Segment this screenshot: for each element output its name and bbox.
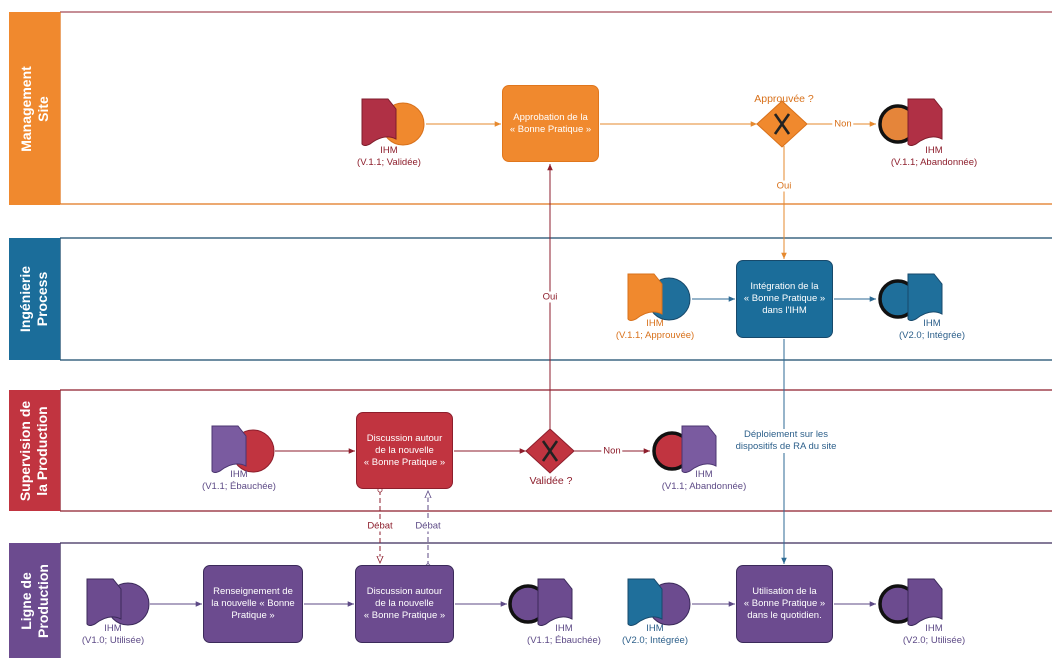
exclusive-gateway-icon <box>756 100 808 148</box>
doc-label-prod-start: IHM (V1.0; Utilisée) <box>81 623 145 646</box>
doc-label-prod-end: IHM (V2.0; Utilisée) <box>902 623 966 646</box>
doc-label-prod-start2: IHM (V2.0; Intégrée) <box>621 623 689 646</box>
flow-label-debat-2: Débat <box>413 520 443 532</box>
flow-label-non-mgmt: Non <box>832 118 854 130</box>
gateway-label-validee: Validée ? <box>529 475 573 487</box>
doc-label-sup-start: IHM (V1.1; Ébauchée) <box>202 469 276 492</box>
lane-header-production: Ligne de Production <box>9 543 60 658</box>
document-start-event-icon <box>361 98 425 146</box>
flow-label-debat-1: Débat <box>365 520 395 532</box>
flow-label-oui-sup: Oui <box>540 291 560 303</box>
lane-label-production: Ligne de Production <box>17 563 51 638</box>
task-utilisation[interactable]: Utilisation de la « Bonne Pratique » dan… <box>736 565 833 643</box>
lane-label-engineering: Ingénierie Process <box>17 265 51 333</box>
task-integration[interactable]: Intégration de la « Bonne Pratique » dan… <box>736 260 833 338</box>
document-end-event-icon <box>652 425 717 473</box>
lane-label-management: Management Site <box>17 65 51 152</box>
doc-label-mgmt-start: IHM (V.1.1; Validée) <box>357 145 421 168</box>
sequence-flows <box>150 121 876 607</box>
doc-label-mgmt-end: IHM (V.1.1; Abandonnée) <box>890 145 978 168</box>
lane-header-engineering: Ingénierie Process <box>9 238 60 360</box>
document-end-event-icon <box>878 578 943 626</box>
task-discussion-production[interactable]: Discussion autour de la nouvelle « Bonne… <box>355 565 454 643</box>
doc-label-eng-start: IHM (V.1.1; Approuvée) <box>615 318 695 341</box>
document-start-event-icon <box>211 425 275 473</box>
flow-label-non-sup: Non <box>601 445 623 457</box>
task-approbation[interactable]: Approbation de la « Bonne Pratique » <box>502 85 599 162</box>
lane-header-supervision: Supervision de la Production <box>9 390 60 511</box>
exclusive-gateway-icon <box>525 428 575 474</box>
flow-label-oui-mgmt: Oui <box>774 180 794 192</box>
doc-label-eng-end: IHM (V2.0; Intégrée) <box>898 318 966 341</box>
document-end-event-icon <box>878 98 943 146</box>
doc-label-sup-end: IHM (V1.1; Abandonnée) <box>661 469 747 492</box>
document-end-event-icon <box>508 578 573 626</box>
lane-frames <box>59 11 1052 658</box>
doc-label-prod-mid: IHM (V1.1; Ébauchée) <box>527 623 601 646</box>
document-start-event-icon <box>627 273 691 321</box>
document-end-event-icon <box>878 273 943 321</box>
document-start-event-icon <box>86 578 150 626</box>
flow-label-deploiement: Déploiement sur les dispositifs de RA du… <box>735 429 837 453</box>
task-renseignement[interactable]: Renseignement de la nouvelle « Bonne Pra… <box>203 565 303 643</box>
task-discussion-supervision[interactable]: Discussion autour de la nouvelle « Bonne… <box>356 412 453 489</box>
lane-header-management: Management Site <box>9 12 60 205</box>
lane-label-supervision: Supervision de la Production <box>17 400 51 501</box>
document-start-event-icon <box>627 578 691 626</box>
gateway-label-approuvee: Approuvée ? <box>754 93 814 105</box>
